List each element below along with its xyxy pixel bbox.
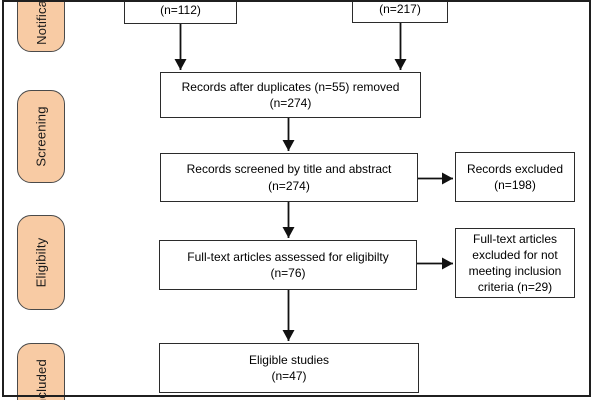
fulltext-assessed-count: (n=76) — [270, 266, 306, 280]
stage-included: Included — [17, 343, 65, 400]
eligible-line1: Eligible studies — [248, 352, 330, 367]
stage-notification-label: Notification — [33, 0, 49, 45]
stage-notification: Notification — [17, 0, 65, 52]
box-fulltext-assessed: Full-text articles assessed for eligibil… — [159, 240, 417, 290]
box-records-excluded: Records excluded (n=198) — [455, 152, 575, 202]
screened-line1: Records screened by title and abstract — [186, 162, 392, 177]
records-excluded-line1: Records excluded — [466, 161, 564, 176]
box-fulltext-excluded: Full-text articles excluded for not meet… — [455, 228, 575, 298]
box-records-screened: Records screened by title and abstract (… — [160, 153, 418, 202]
source-right-count: (n=217) — [379, 1, 421, 16]
fulltext-assessed-line1: Full-text articles assessed for eligibil… — [187, 249, 389, 264]
stage-screening-label: Screening — [33, 106, 49, 167]
box-source-right: (n=217) — [352, 0, 448, 23]
dedup-line1: Records after duplicates (n=55) removed — [181, 79, 400, 94]
stage-screening: Screening — [17, 90, 65, 183]
source-left-count: (n=112) — [160, 2, 201, 17]
fulltext-excluded-text: Full-text articles excluded for not meet… — [468, 231, 562, 295]
box-source-left: (n=112) — [124, 0, 237, 24]
records-excluded-count: (n=198) — [494, 178, 536, 192]
box-eligible-studies: Eligible studies (n=47) — [159, 343, 419, 393]
dedup-count: (n=274) — [269, 96, 312, 110]
box-records-after-duplicates: Records after duplicates (n=55) removed … — [160, 72, 421, 118]
screened-count: (n=274) — [268, 178, 310, 193]
eligible-count: (n=47) — [271, 369, 307, 383]
stage-included-label: Included — [33, 358, 49, 400]
stage-eligibility-label: Eligibilty — [33, 237, 49, 288]
stage-eligibility: Eligibilty — [17, 215, 65, 310]
